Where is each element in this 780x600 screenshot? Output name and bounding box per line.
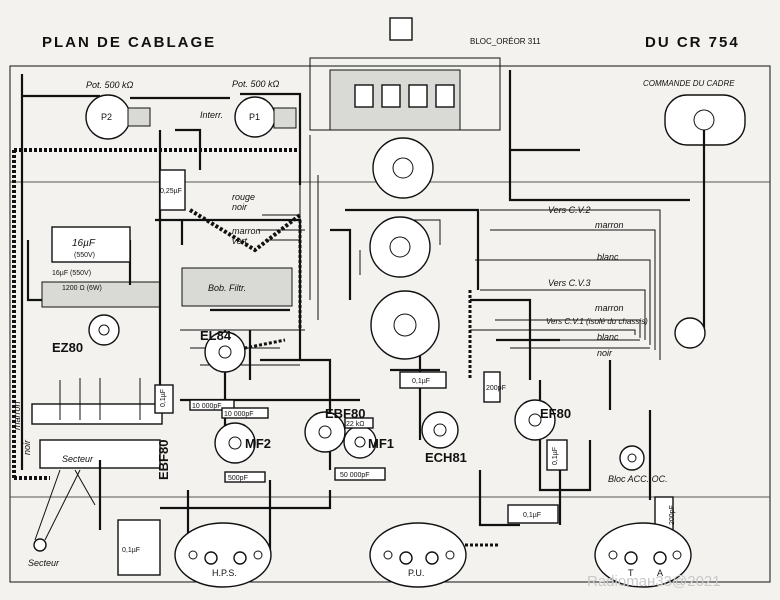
tube-socket-el84: [204, 331, 246, 373]
secteur-label: Secteur: [28, 558, 60, 568]
wire-noir: noir: [232, 202, 248, 212]
pot-p1-id: P1: [249, 112, 260, 122]
wire-rouge: rouge: [232, 192, 255, 202]
pot-p2[interactable]: P2: [85, 94, 151, 140]
cap-0-25uf: [159, 169, 186, 211]
cap-label-c50000: 50 000pF: [340, 472, 370, 479]
bloc-acc-label: Bloc ACC. OC.: [608, 474, 668, 484]
pot-p1-label: Pot. 500 kΩ: [232, 79, 280, 89]
connector-pu-label: P.U.: [408, 568, 424, 578]
label-vers-cv1: Vers C.V.1 (isolé du chassis): [546, 317, 648, 326]
tube-label-mf1: MF1: [368, 436, 394, 451]
tube-socket-ebf80: [304, 411, 346, 453]
label-marron-2: marron: [595, 303, 624, 313]
resistor-1200-label: 1200 Ω (6W): [62, 285, 102, 292]
cap-label-c01b: 0,1µF: [412, 378, 430, 385]
side-label-marron: marron: [12, 401, 22, 430]
title-left: PLAN DE CABLAGE: [42, 34, 216, 51]
connector-pu[interactable]: [369, 522, 467, 588]
label-blanc-1: blanc: [597, 252, 619, 262]
label-noir-2: noir: [597, 348, 613, 358]
small-capacitors: 0,1µF 10 000pF 10 000pF 50 000pF 500pF 0…: [117, 371, 676, 576]
label-marron-1: marron: [595, 220, 624, 230]
cap-label-c01e: 0,1µF: [122, 547, 140, 554]
tube-socket-mf2: [214, 422, 256, 464]
cap-label-c10000a: 10 000pF: [192, 403, 222, 410]
cap-label-c22k: 22 kΩ: [346, 421, 364, 428]
electrolytic-16uf-value: 16µF: [72, 238, 96, 249]
tube-label-ef80: EF80: [540, 406, 571, 421]
cap-label-c01d: 0,1µF: [523, 512, 541, 519]
cap-0-25uf-label: 0,25µF: [160, 188, 182, 195]
cap-label-c500: 500pF: [228, 475, 248, 482]
switch-wafers: [369, 137, 440, 360]
tube-label-el84: EL84: [200, 328, 232, 343]
frame-control: [664, 94, 746, 349]
main-wires: [20, 70, 690, 560]
cap-label-c01c: 0,1µF: [552, 447, 559, 465]
connector-hps-label: H.P.S.: [212, 568, 237, 578]
cap-label-c200a: 200pF: [486, 385, 506, 392]
electrolytic-16uf-voltage: (550V): [74, 252, 95, 259]
cap-label-c200b: 200pF: [669, 505, 676, 525]
pot-p2-id: P2: [101, 112, 112, 122]
tube-label-ez80: EZ80: [52, 340, 83, 355]
mains-cord: [33, 469, 96, 552]
electrolytic-16uf-b: 16µF (550V): [52, 270, 91, 277]
label-vers-cv2: Vers C.V.2: [548, 205, 591, 215]
wire-vert: vert: [232, 236, 248, 246]
bloc-acc-oc: [619, 445, 645, 471]
secteur-block-label: Secteur: [62, 454, 94, 464]
connector-a-label: A: [657, 568, 663, 578]
connector-t-label: T: [628, 568, 634, 578]
pot-p1[interactable]: P1: [234, 96, 297, 138]
bloc-oreor: [329, 17, 461, 131]
tube-socket-ef80: [514, 399, 556, 441]
cap-label-c10000b: 10 000pF: [224, 411, 254, 418]
tube-label-ebf80-left: EBF80: [156, 440, 171, 480]
connector-t-a[interactable]: [594, 522, 692, 588]
filter-choke: [181, 267, 293, 307]
interr-label: Interr.: [200, 110, 223, 120]
commande-cadre-label: COMMANDE DU CADRE: [643, 79, 735, 88]
label-blanc-2: blanc: [597, 332, 619, 342]
electrolytic-16uf: [51, 226, 131, 263]
tube-socket-ech81: [421, 411, 459, 449]
pot-p2-label: Pot. 500 kΩ: [86, 80, 134, 90]
bloc-label: BLOC_ORÉOR 311: [470, 37, 541, 46]
tube-label-ebf80: EBF80: [325, 406, 365, 421]
cap-label-c01a: 0,1µF: [160, 389, 167, 407]
connector-hps[interactable]: [174, 522, 272, 588]
side-label-noir: noir: [22, 439, 32, 455]
tube-label-mf2: MF2: [245, 436, 271, 451]
tube-label-ech81: ECH81: [425, 450, 467, 465]
tube-socket-ez80: [88, 314, 120, 346]
title-right: DU CR 754: [645, 34, 740, 51]
label-vers-cv3: Vers C.V.3: [548, 278, 591, 288]
watermark: Radiomaн33@2021: [587, 573, 721, 590]
filter-choke-label: Bob. Filtr.: [208, 283, 246, 293]
wire-marron: marron: [232, 226, 261, 236]
